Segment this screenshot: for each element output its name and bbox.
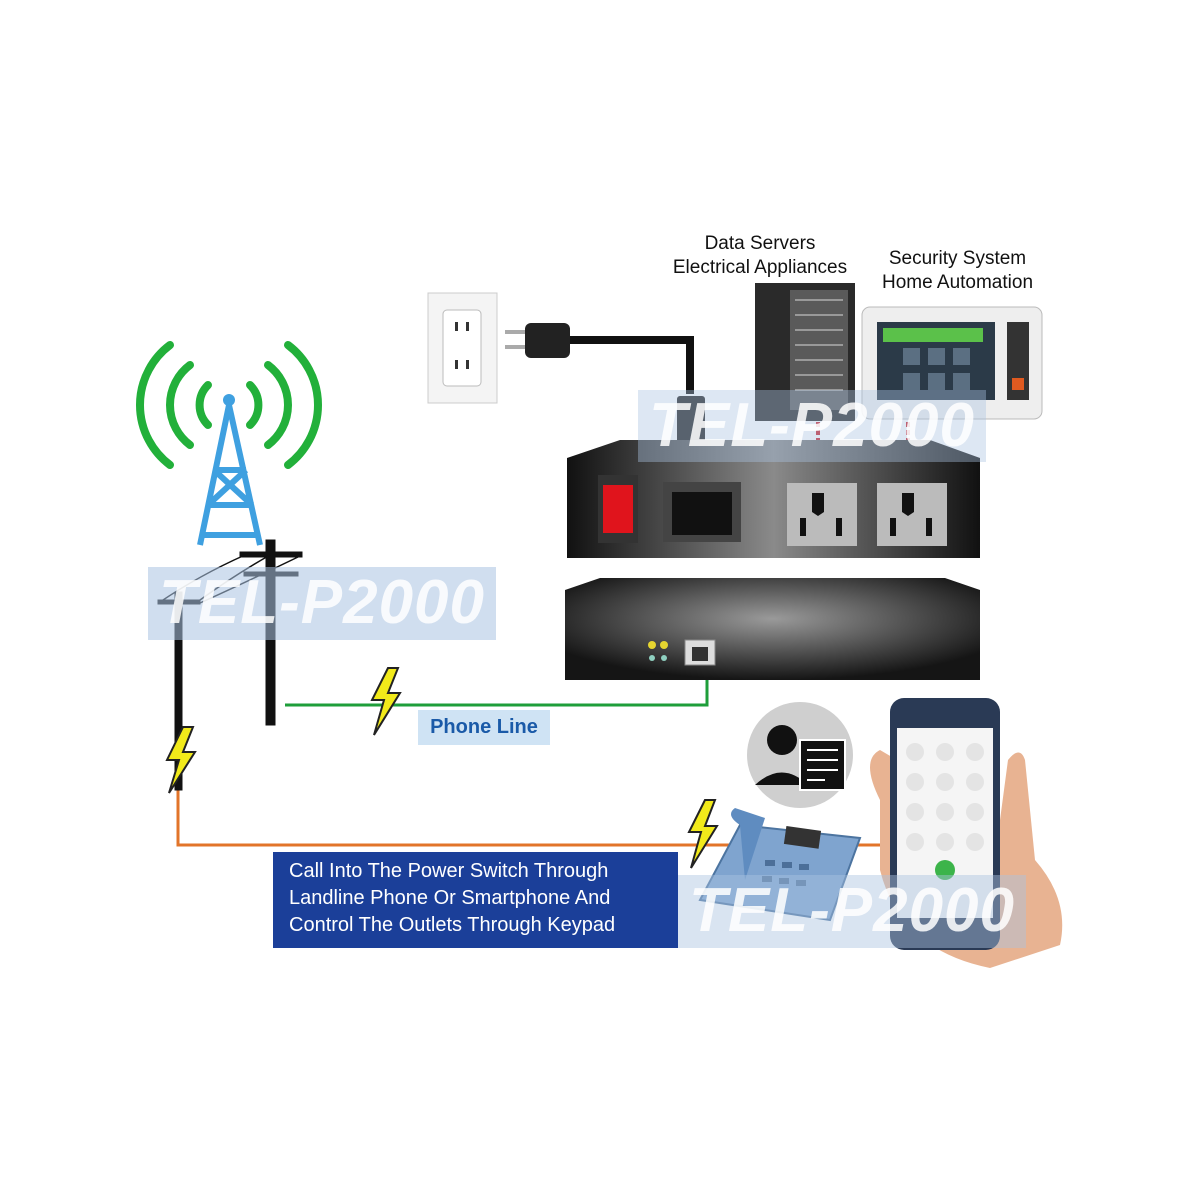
- smartphone-icon: [870, 698, 1063, 968]
- watermark: TEL-P2000: [638, 390, 986, 462]
- security-label-line2: Home Automation: [881, 272, 1034, 293]
- call-info-line: Control The Outlets Through Keypad: [289, 914, 616, 936]
- lightning-icon: [165, 667, 719, 869]
- desk-phone-icon: [698, 808, 862, 922]
- wall-outlet-icon: [427, 292, 498, 404]
- phone-interface-device: [565, 578, 980, 680]
- security-label-line1: Security System: [888, 248, 1027, 269]
- outlet-1: [787, 483, 857, 546]
- outlet-2: [877, 483, 947, 546]
- cell-tower-icon: [136, 341, 322, 546]
- power-toggle[interactable]: [603, 485, 633, 533]
- caller-icon: [747, 702, 853, 808]
- call-info-line: Landline Phone Or Smartphone And: [289, 887, 611, 909]
- server-icon: [755, 283, 855, 421]
- call-info-line: Call Into The Power Switch Through: [289, 860, 609, 882]
- call-info-box: Call Into The Power Switch Through Landl…: [273, 852, 678, 948]
- security-label: Security System Home Automation: [860, 247, 1055, 295]
- servers-label-line1: Data Servers: [704, 233, 816, 254]
- servers-label-line2: Electrical Appliances: [672, 257, 848, 278]
- phone-line-wire: [285, 668, 709, 707]
- watermark: TEL-P2000: [148, 567, 496, 640]
- watermark: TEL-P2000: [678, 875, 1026, 948]
- phone-line-label: Phone Line: [418, 710, 550, 745]
- power-switch-device: [567, 440, 980, 558]
- servers-label: Data Servers Electrical Appliances: [640, 232, 880, 280]
- security-panel-icon: [861, 306, 1043, 420]
